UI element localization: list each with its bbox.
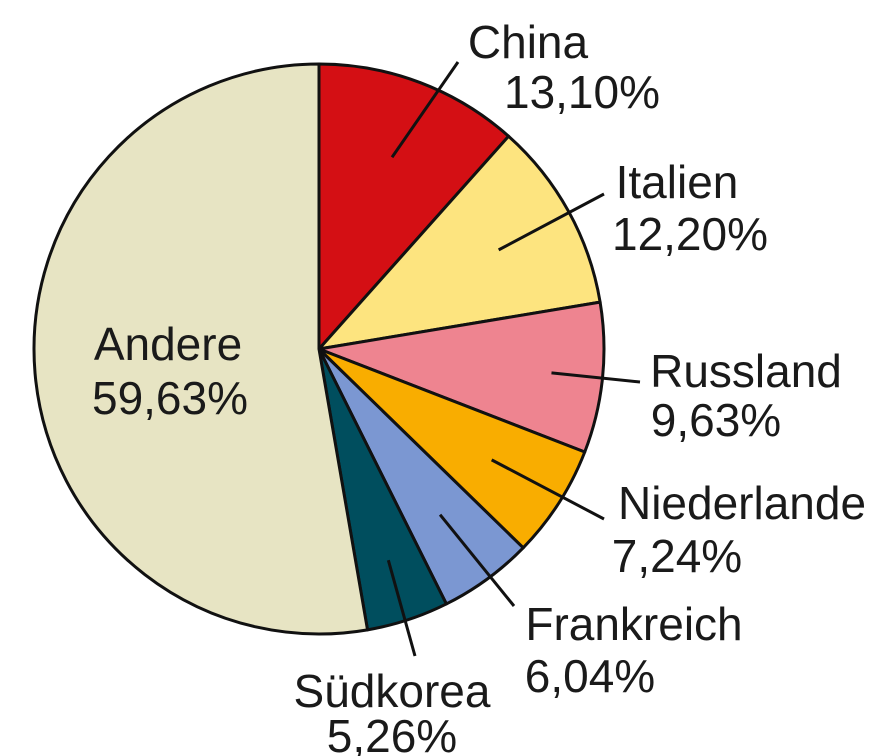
label-china-name: China (468, 16, 589, 68)
leader-line-china (390, 61, 460, 159)
label-frankreich-name: Frankreich (525, 598, 742, 650)
label-italien-value: 12,20% (612, 208, 768, 260)
pie-slice-china (317, 62, 511, 351)
pie-slice-andere (32, 62, 370, 636)
label-russland-name: Russland (650, 345, 842, 397)
slice-labels: China 13,10% Italien 12,20% Russland 9,6… (92, 16, 866, 756)
label-suedkorea-value: 5,26% (327, 710, 457, 756)
label-niederlande-name: Niederlande (618, 477, 866, 529)
leader-lines (386, 61, 641, 657)
leader-line-niederlande (490, 458, 605, 521)
label-niederlande-value: 7,24% (612, 530, 742, 582)
label-andere-name: Andere (94, 318, 242, 370)
pie-slices (32, 62, 606, 636)
leader-line-sudkorea (386, 559, 417, 657)
label-russland-value: 9,63% (651, 394, 781, 446)
leader-line-frankreich (438, 513, 516, 607)
label-andere-value: 59,63% (92, 372, 248, 424)
label-italien-name: Italien (616, 156, 739, 208)
pie-slice-niederlande (317, 347, 587, 550)
leader-line-russland (551, 371, 641, 384)
label-frankreich-value: 6,04% (525, 650, 655, 702)
leader-line-italien (497, 192, 605, 252)
label-suedkorea-name: Südkorea (294, 665, 491, 717)
label-china-value: 13,10% (504, 66, 660, 118)
